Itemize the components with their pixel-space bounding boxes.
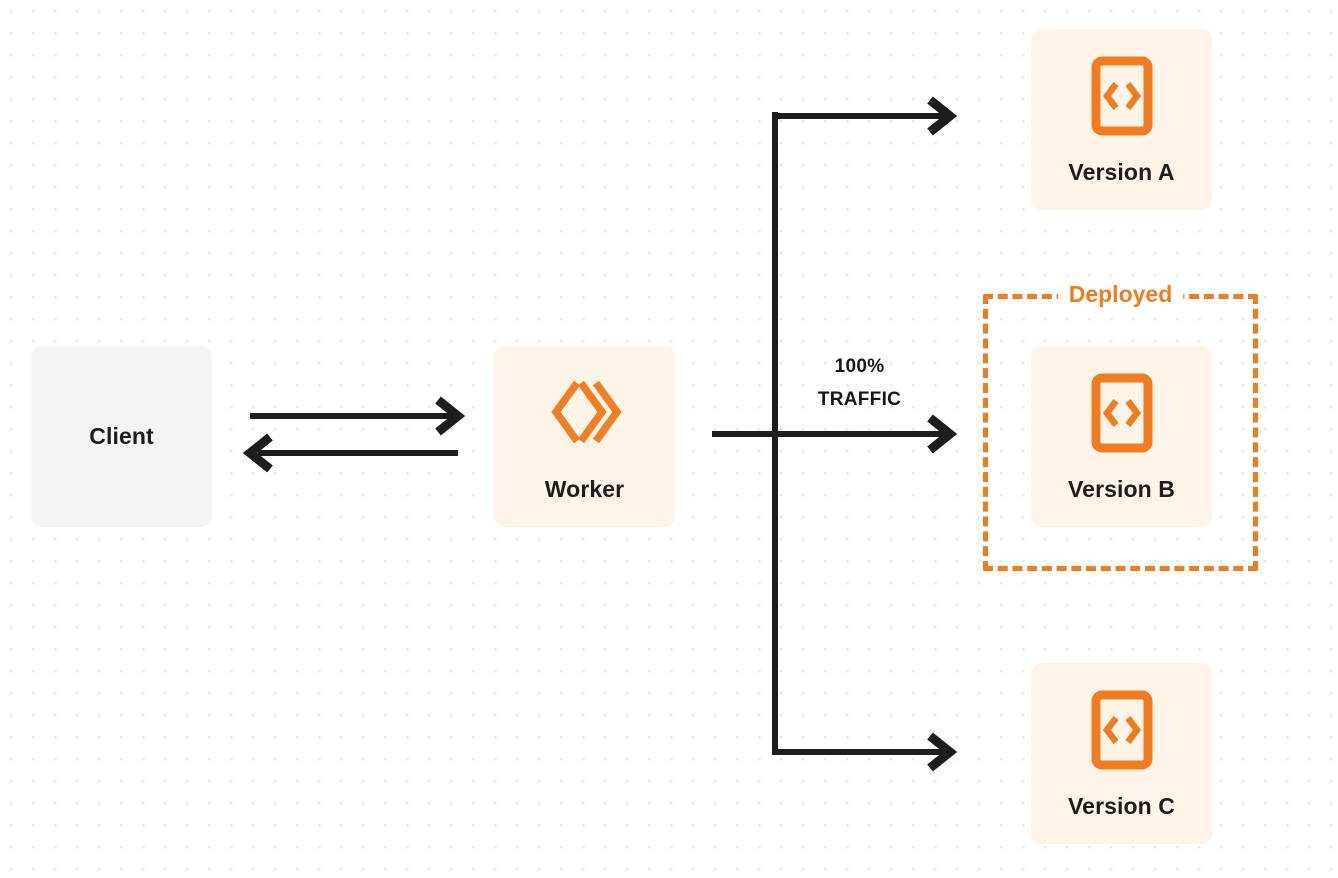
node-client-label: Client xyxy=(89,423,154,449)
code-file-icon xyxy=(1091,690,1153,775)
edge-client-to-worker xyxy=(250,400,458,432)
traffic-percentage-label: 100% TRAFFIC xyxy=(787,350,932,417)
node-client[interactable]: Client xyxy=(31,346,212,527)
node-version-a[interactable]: Version A xyxy=(1031,29,1212,210)
cloudflare-workers-logo-icon xyxy=(546,373,624,456)
node-version-a-label: Version A xyxy=(1068,158,1175,185)
edge-worker-to-client xyxy=(250,437,458,469)
deployed-group: Deployed xyxy=(983,281,1258,571)
node-worker-label: Worker xyxy=(544,475,625,502)
node-version-b[interactable]: Version B xyxy=(1031,346,1212,527)
traffic-percent-value: 100% xyxy=(834,356,885,377)
node-version-c-label: Version C xyxy=(1068,792,1175,819)
node-version-c[interactable]: Version C xyxy=(1031,663,1212,844)
code-file-icon xyxy=(1091,56,1153,141)
traffic-word: TRAFFIC xyxy=(817,389,902,411)
deployed-group-label: Deployed xyxy=(1057,281,1184,308)
node-version-b-label: Version B xyxy=(1068,475,1175,502)
code-file-icon xyxy=(1091,373,1153,458)
node-worker[interactable]: Worker xyxy=(494,346,675,527)
edge-worker-to-versions xyxy=(712,100,950,768)
